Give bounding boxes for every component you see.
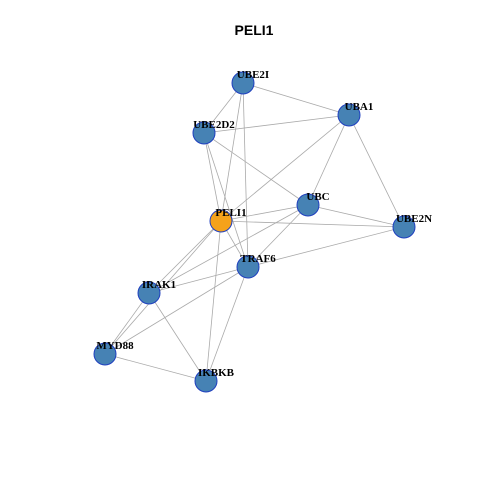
- edge-myd88-ikbkb: [104, 353, 207, 382]
- node-label-ubc: UBC: [306, 191, 329, 203]
- node-label-ube2d2: UBE2D2: [193, 119, 235, 131]
- node-label-ube2n: UBE2N: [396, 213, 432, 225]
- node-myd88: [93, 342, 117, 366]
- edge-ubc-ube2n: [307, 204, 405, 228]
- node-ikbkb: [194, 369, 218, 393]
- edge-ube2n-peli1: [220, 220, 405, 228]
- node-label-traf6: TRAF6: [240, 253, 276, 265]
- edge-irak1-myd88: [104, 292, 150, 355]
- node-ubc: [296, 193, 320, 217]
- edge-ube2n-traf6: [247, 226, 405, 268]
- edge-ube2i-uba1: [242, 82, 350, 116]
- edge-uba1-ubc: [307, 114, 350, 206]
- node-ube2n: [392, 215, 416, 239]
- edges-layer: [104, 82, 405, 382]
- edge-ube2d2-peli1: [203, 132, 222, 222]
- node-label-peli1: PELI1: [215, 207, 246, 219]
- node-irak1: [137, 281, 161, 305]
- edge-peli1-ikbkb: [205, 220, 222, 382]
- node-label-uba1: UBA1: [345, 101, 374, 113]
- edge-ube2d2-ubc: [203, 132, 309, 206]
- node-label-ube2i: UBE2I: [237, 69, 269, 81]
- edge-ubc-peli1: [220, 204, 309, 222]
- node-peli1: [209, 209, 233, 233]
- nodes-layer: [93, 71, 416, 393]
- edge-uba1-ube2n: [348, 114, 405, 228]
- edge-uba1-ube2d2: [203, 114, 350, 134]
- edge-ube2i-traf6: [242, 82, 249, 268]
- edge-irak1-ikbkb: [148, 292, 207, 382]
- graph-title: PELI1: [235, 22, 274, 38]
- node-ube2d2: [192, 121, 216, 145]
- node-label-ikbkb: IKBKB: [198, 367, 235, 379]
- node-ube2i: [231, 71, 255, 95]
- node-label-irak1: IRAK1: [142, 279, 176, 291]
- edge-peli1-irak1: [148, 220, 222, 294]
- node-traf6: [236, 255, 260, 279]
- edge-traf6-irak1: [148, 266, 249, 294]
- node-label-myd88: MYD88: [96, 340, 134, 352]
- edge-ube2d2-traf6: [203, 132, 249, 268]
- edge-ubc-traf6: [247, 204, 309, 268]
- edge-traf6-ikbkb: [205, 266, 249, 382]
- edge-ubc-irak1: [148, 204, 309, 294]
- edge-peli1-myd88: [104, 220, 222, 355]
- edge-uba1-peli1: [220, 114, 350, 222]
- edge-traf6-myd88: [104, 266, 249, 355]
- node-uba1: [337, 103, 361, 127]
